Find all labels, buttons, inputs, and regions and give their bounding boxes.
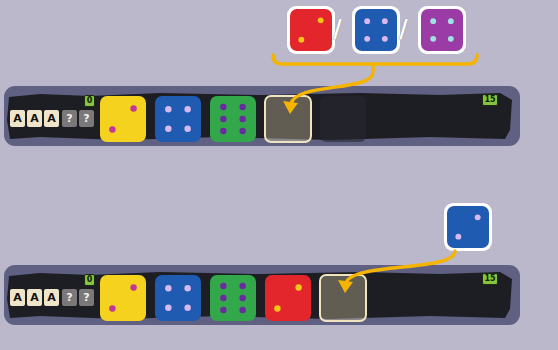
letter-tile: A [44,110,59,127]
placement-arrow [291,64,373,104]
die-pip [109,305,115,311]
die-slot [265,96,311,142]
die-pip [130,284,136,290]
tile-text: A [30,292,39,303]
board-track [7,272,512,319]
die-pip [448,18,454,24]
dice [100,6,492,321]
tile-text: 0 [87,276,93,284]
die-pip [448,36,454,42]
option-separator: / [399,17,408,41]
letter-tile: A [10,289,25,306]
player-boards [4,86,520,325]
hidden-tile: ? [62,289,77,306]
die-pip [382,18,388,24]
score-badge: 15 [482,94,498,106]
score-badge: 15 [482,273,498,285]
die-pip [220,116,226,122]
tile-text: A [47,113,56,124]
die-pip [239,116,245,122]
die-pip [274,305,280,311]
die-pip [298,37,304,43]
die [265,275,311,321]
die-pip [220,104,226,110]
die-outline [444,203,492,251]
tile-text: ? [83,292,89,303]
die-pip [364,18,370,24]
die [290,9,332,51]
die-pip [239,295,245,301]
die [210,275,256,321]
arrowhead [283,101,298,114]
die-pip [184,106,190,112]
die [155,275,201,321]
tile-text: A [47,292,56,303]
die-pip [109,126,115,132]
die-pip [165,304,171,310]
score-badge: 0 [84,274,95,286]
die-pip [455,234,461,240]
die-pip [239,128,245,134]
tile-text: A [30,113,39,124]
die [100,96,146,142]
die [447,206,489,248]
tile-text: ? [83,113,89,124]
board-frame [4,86,520,146]
die-pip [165,285,171,291]
die-pip [430,18,436,24]
hidden-tile: ? [79,289,94,306]
die-pip [220,128,226,134]
die-pip [165,125,171,131]
tile-text: ? [66,292,72,303]
tile-text: 15 [484,96,495,104]
die-pip [364,36,370,42]
letter-tile: A [44,289,59,306]
die-pip [239,283,245,289]
tile-text: A [13,113,22,124]
bracket [273,55,477,64]
hidden-tile: ? [79,110,94,127]
die [355,9,397,51]
board-track [7,93,512,140]
die-outline [418,6,466,54]
die-pip [220,307,226,313]
die-slot [320,96,366,142]
die-pip [184,125,190,131]
score-badge: 0 [84,95,95,107]
die-pip [239,104,245,110]
die-outline [352,6,400,54]
letter-tile: A [27,289,42,306]
die-pip [220,283,226,289]
die-pip [239,307,245,313]
arrowhead [338,280,353,293]
tile-text: A [13,292,22,303]
die-pip [184,285,190,291]
letter-tile: A [10,110,25,127]
die [210,96,256,142]
die-pip [220,295,226,301]
die-pip [430,36,436,42]
die [421,9,463,51]
die-pip [318,17,324,23]
option-separator: / [333,17,342,41]
tile-text: ? [66,113,72,124]
hidden-tile: ? [62,110,77,127]
tile-text: 15 [484,275,495,283]
die-slot [320,275,366,321]
die [100,275,146,321]
placement-arrow [346,251,455,283]
die-pip [184,304,190,310]
die [155,96,201,142]
board-frame [4,265,520,325]
choice-bracket [273,55,477,293]
die-pip [165,106,171,112]
die-pip [382,36,388,42]
letter-tile: A [27,110,42,127]
tile-text: 0 [87,97,93,105]
die-pip [475,214,481,220]
die-pip [295,284,301,290]
die-pip [130,105,136,111]
die-outline [287,6,335,54]
